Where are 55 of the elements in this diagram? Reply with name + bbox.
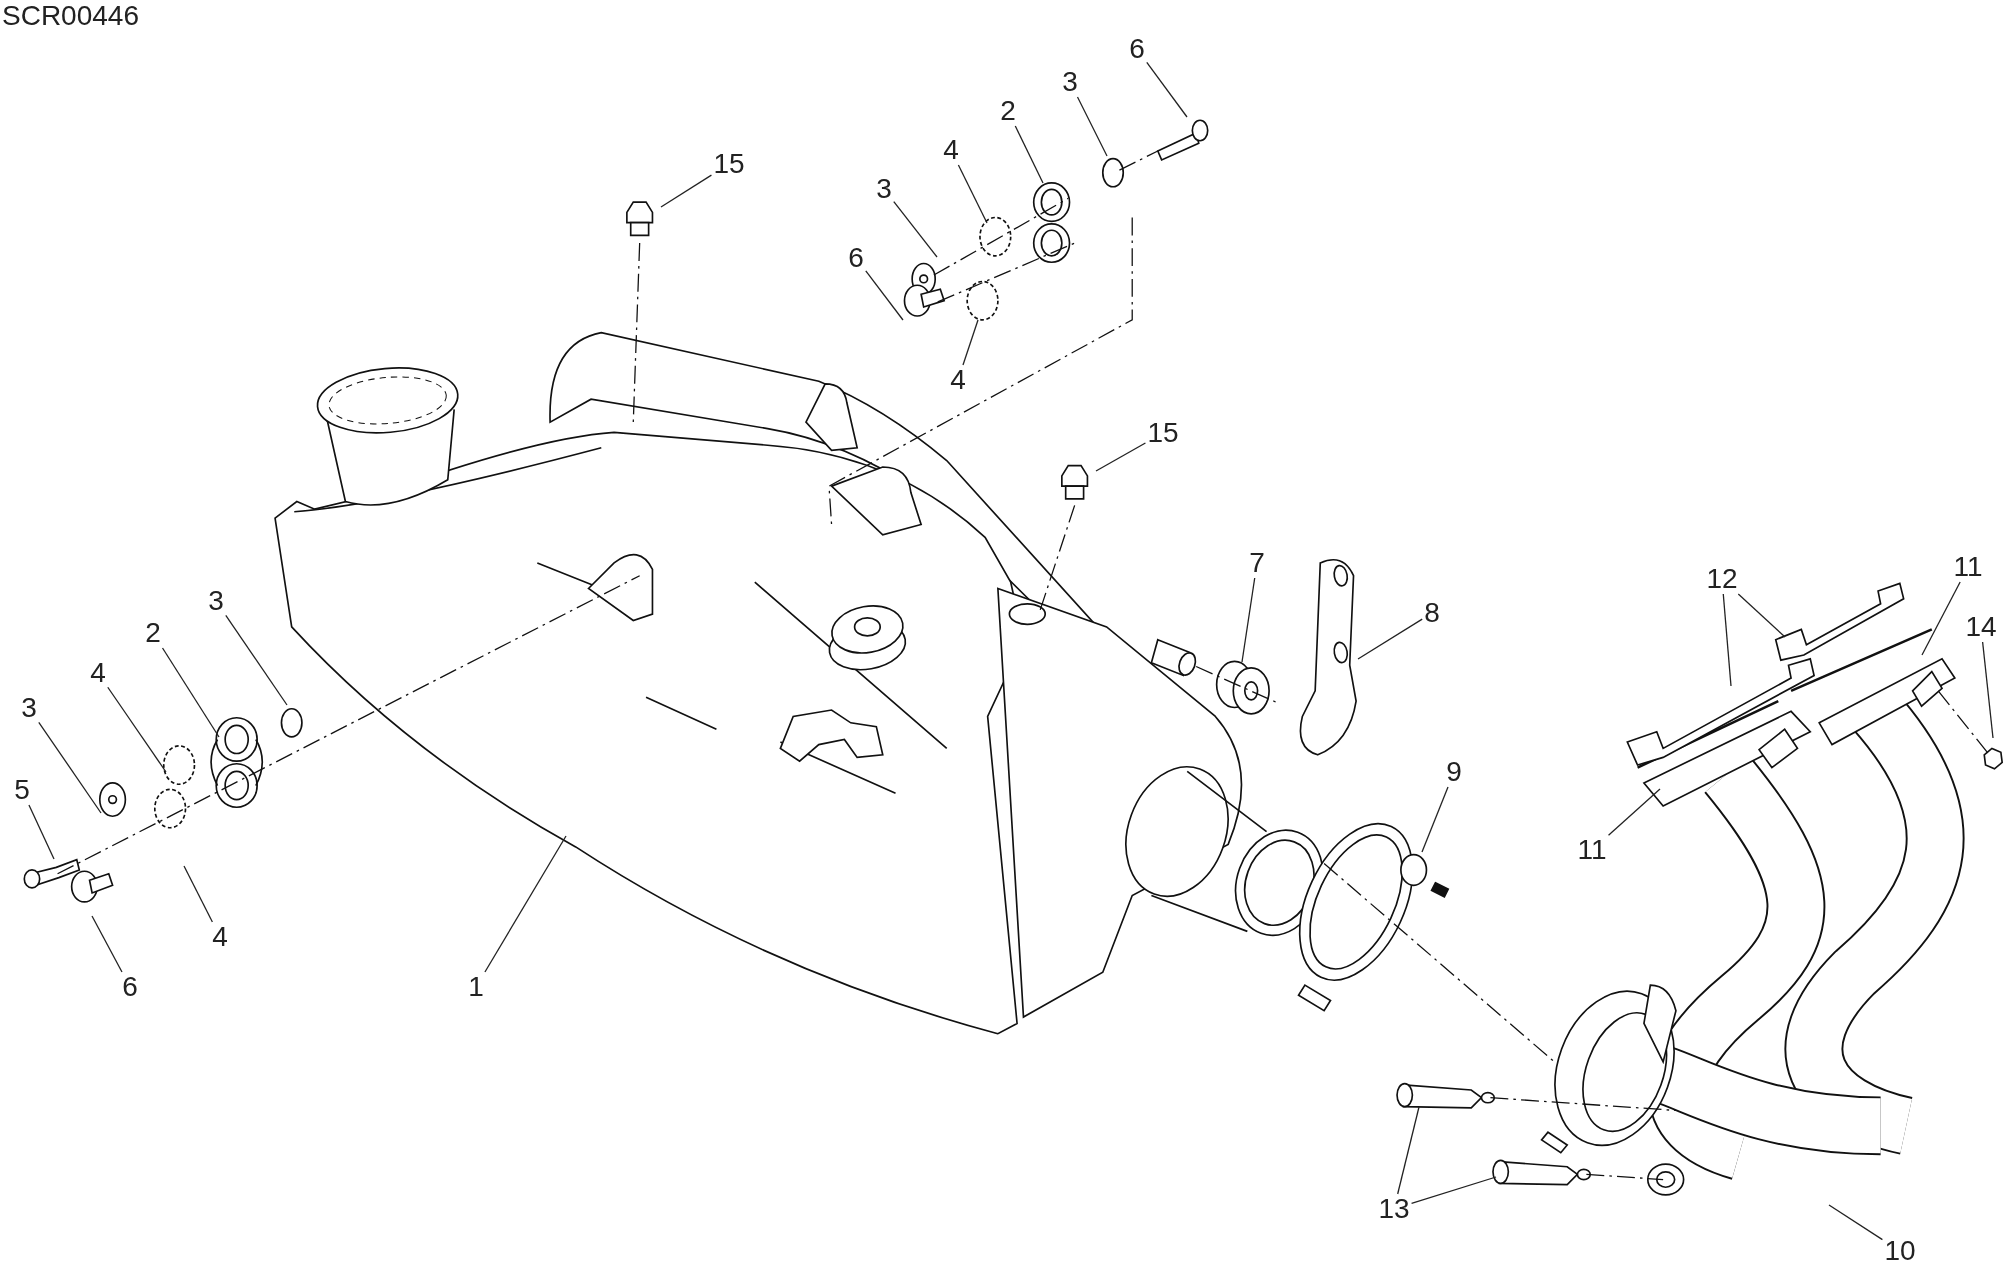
callout-number: 6 (120, 972, 140, 1002)
leader-line (1095, 442, 1147, 472)
leader-line (1737, 593, 1786, 638)
callout-number: 4 (948, 365, 968, 395)
callout-number: 13 (1376, 1194, 1412, 1224)
leader-line (1607, 788, 1661, 836)
callout-number: 3 (874, 174, 894, 204)
callout-number: 3 (1060, 67, 1080, 97)
leader-line (91, 915, 123, 973)
callout-number: 7 (1247, 548, 1267, 578)
callout-number: 1 (466, 972, 486, 1002)
callout-number: 15 (711, 149, 747, 179)
leader-line (38, 721, 102, 814)
callout-number: 2 (143, 618, 163, 648)
callout-number: 3 (206, 586, 226, 616)
leader-line (1921, 581, 1961, 656)
leader-line (1357, 618, 1423, 660)
leader-line (1828, 1204, 1884, 1241)
callout-number: 4 (210, 922, 230, 952)
callout-number: 15 (1145, 418, 1181, 448)
leader-line (957, 164, 988, 224)
callout-number: 11 (1575, 835, 1609, 865)
leader-line (107, 686, 167, 773)
callout-number: 3 (19, 693, 39, 723)
leader-line (28, 804, 55, 860)
leader-line (1014, 125, 1044, 184)
callout-number: 2 (998, 96, 1018, 126)
callout-number: 6 (1127, 34, 1147, 64)
leader-line (1421, 786, 1449, 853)
callout-number: 6 (846, 243, 866, 273)
leader-line (865, 270, 904, 321)
leader-line (484, 835, 567, 973)
callout-number: 8 (1422, 598, 1442, 628)
leader-line (1410, 1176, 1497, 1205)
leader-line (1146, 61, 1188, 118)
leader-line (962, 319, 979, 366)
drawing-code: SCR00446 (2, 2, 139, 30)
leader-line (1241, 577, 1256, 663)
leader-line (161, 647, 220, 738)
leader-line (225, 614, 288, 706)
leader-line (1722, 593, 1732, 687)
leader-line (1397, 1106, 1420, 1195)
callout-number: 5 (12, 775, 32, 805)
leader-line (183, 865, 214, 923)
callout-number: 14 (1963, 612, 1999, 642)
callout-number: 10 (1882, 1236, 1918, 1266)
callout-number: 4 (88, 658, 108, 688)
callout-number: 9 (1444, 757, 1464, 787)
callout-number: 11 (1951, 552, 1985, 582)
leader-line (1076, 96, 1108, 157)
leader-line (1981, 641, 1994, 739)
callout-number: 12 (1704, 564, 1740, 594)
leader-line (660, 174, 713, 208)
leader-line (893, 200, 938, 258)
callout-number: 4 (941, 135, 961, 165)
